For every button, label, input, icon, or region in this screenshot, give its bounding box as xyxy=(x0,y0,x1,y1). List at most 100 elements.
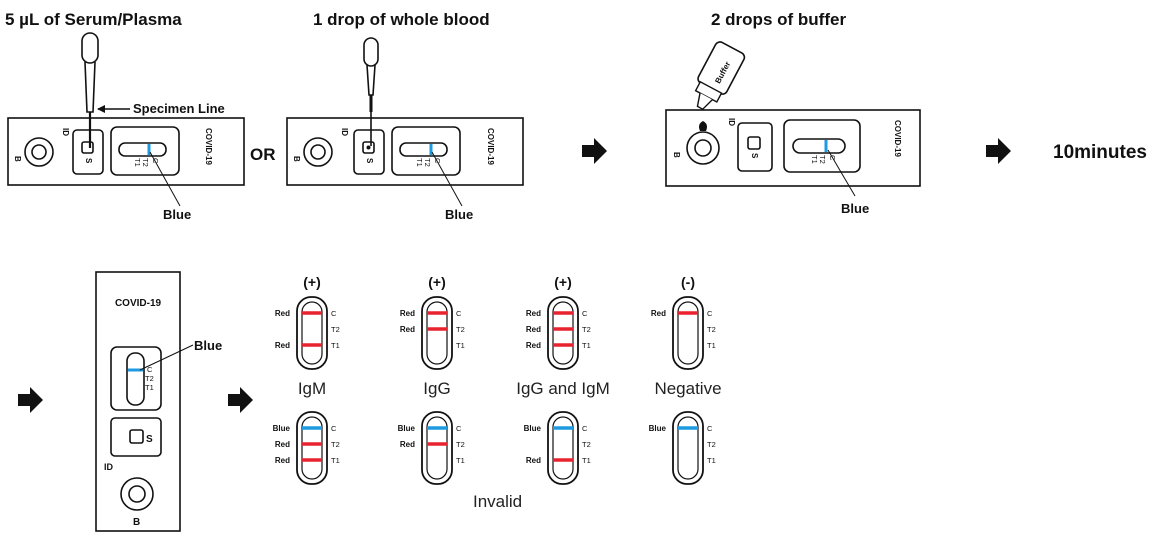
result-strip-top-2 xyxy=(547,296,579,370)
id-label: ID xyxy=(61,128,70,136)
strip-line-label: Red xyxy=(275,309,290,318)
strip-line-label: Red xyxy=(400,325,415,334)
time-label: 10minutes xyxy=(1053,142,1147,163)
strip-line-label: Red xyxy=(651,309,666,318)
strip-line-label: Blue xyxy=(524,424,542,433)
strip-mark-t1: T1 xyxy=(582,456,591,465)
b-label-2: B xyxy=(292,156,301,162)
t1-mark-3: T1 xyxy=(810,155,819,164)
strip-mark-t2: T2 xyxy=(707,440,716,449)
t2-mark: T2 xyxy=(141,158,150,167)
result-name: IgM xyxy=(298,379,326,398)
buffer-bottle-icon: Buffer xyxy=(694,41,746,111)
result-strip-bottom-0 xyxy=(296,411,328,485)
strip-mark-c: C xyxy=(331,309,337,318)
strip-mark-t1: T1 xyxy=(456,456,465,465)
c-mark-v: C xyxy=(147,365,153,374)
t1-mark-2: T1 xyxy=(415,158,424,167)
b-label: B xyxy=(13,156,22,162)
strip-mark-c: C xyxy=(582,309,588,318)
cassette-vertical: COVID-19 C T2 T1 Blue S ID B xyxy=(95,271,222,532)
s-label-3: S xyxy=(750,153,759,159)
specimen-line-callout: Specimen Line xyxy=(97,101,225,116)
strip-mark-t2: T2 xyxy=(331,325,340,334)
strip-mark-t1: T1 xyxy=(331,341,340,350)
blue-label-2: Blue xyxy=(445,207,473,222)
s-label: S xyxy=(84,158,93,164)
blue-label-3: Blue xyxy=(841,201,869,216)
cassette-buffer: B ID S C T2 T1 COVID-19 Blue xyxy=(665,109,921,216)
strip-mark-t1: T1 xyxy=(331,456,340,465)
result-strip-top-3 xyxy=(672,296,704,370)
result-sign: (-) xyxy=(681,274,695,290)
strip-line-label: Red xyxy=(526,456,541,465)
step-2-title: 1 drop of whole blood xyxy=(313,10,490,29)
arrow-icon xyxy=(582,138,607,164)
t2-mark-3: T2 xyxy=(818,155,827,164)
strip-mark-t1: T1 xyxy=(707,456,716,465)
t1-mark: T1 xyxy=(133,158,142,167)
arrow-icon-3 xyxy=(18,387,43,413)
arrow-icon-4 xyxy=(228,387,253,413)
result-sign: (+) xyxy=(303,274,321,290)
strip-line-label: Blue xyxy=(398,424,416,433)
arrow-icon-2 xyxy=(986,138,1011,164)
result-strip-bottom-3 xyxy=(672,411,704,485)
strip-line-label: Red xyxy=(400,440,415,449)
result-strip-inner xyxy=(677,416,699,480)
strip-mark-c: C xyxy=(707,424,713,433)
device-name-2: COVID-19 xyxy=(486,128,495,165)
strip-mark-c: C xyxy=(331,424,337,433)
blue-label: Blue xyxy=(163,207,191,222)
strip-mark-t1: T1 xyxy=(582,341,591,350)
result-strip-inner xyxy=(677,301,699,365)
pipette-icon xyxy=(81,32,99,148)
result-strip-inner xyxy=(301,416,323,480)
strip-mark-c: C xyxy=(707,309,713,318)
strip-line-label: Red xyxy=(526,325,541,334)
b-label-vertical: B xyxy=(133,517,140,528)
strip-line-label: Red xyxy=(275,341,290,350)
strip-mark-t2: T2 xyxy=(456,325,465,334)
result-strip-bottom-1 xyxy=(421,411,453,485)
strip-mark-t2: T2 xyxy=(707,325,716,334)
strip-line-label: Blue xyxy=(273,424,291,433)
device-name-vertical: COVID-19 xyxy=(115,298,162,309)
result-strip-inner xyxy=(426,301,448,365)
strip-mark-c: C xyxy=(456,309,462,318)
cassette-whole-blood: B ID S C T2 T1 COVID-19 Blue xyxy=(286,117,524,222)
drop-icon xyxy=(699,121,707,131)
or-label: OR xyxy=(250,145,276,164)
result-strip-inner xyxy=(552,301,574,365)
result-name: Negative xyxy=(654,379,721,398)
t2-mark-v: T2 xyxy=(145,374,154,383)
strip-line-label: Red xyxy=(275,456,290,465)
strip-mark-t1: T1 xyxy=(456,341,465,350)
b-label-3: B xyxy=(672,152,681,158)
result-name: IgG and IgM xyxy=(516,379,610,398)
device-name: COVID-19 xyxy=(204,128,213,165)
result-strip-inner xyxy=(301,301,323,365)
strip-line-label: Red xyxy=(526,341,541,350)
pipette-icon-2 xyxy=(363,37,379,146)
result-sign: (+) xyxy=(554,274,572,290)
strip-mark-t1: T1 xyxy=(707,341,716,350)
id-label-3: ID xyxy=(727,118,736,126)
strip-mark-t2: T2 xyxy=(331,440,340,449)
t1-mark-v: T1 xyxy=(145,383,154,392)
id-label-2: ID xyxy=(340,128,349,136)
t2-mark-2: T2 xyxy=(423,158,432,167)
strip-line-label: Red xyxy=(526,309,541,318)
result-strip-top-1 xyxy=(421,296,453,370)
result-strip-inner xyxy=(426,416,448,480)
strip-mark-c: C xyxy=(456,424,462,433)
invalid-label: Invalid xyxy=(473,492,522,511)
step-3-title: 2 drops of buffer xyxy=(711,10,846,29)
id-label-vertical: ID xyxy=(104,462,114,472)
results-grid: (+)CT2T1RedRedIgM(+)CT2T1RedRedIgG(+)CT2… xyxy=(273,274,722,485)
result-name: IgG xyxy=(423,379,450,398)
strip-mark-c: C xyxy=(582,424,588,433)
device-name-3: COVID-19 xyxy=(893,120,902,157)
strip-mark-t2: T2 xyxy=(582,325,591,334)
blue-label-vertical: Blue xyxy=(194,338,222,353)
